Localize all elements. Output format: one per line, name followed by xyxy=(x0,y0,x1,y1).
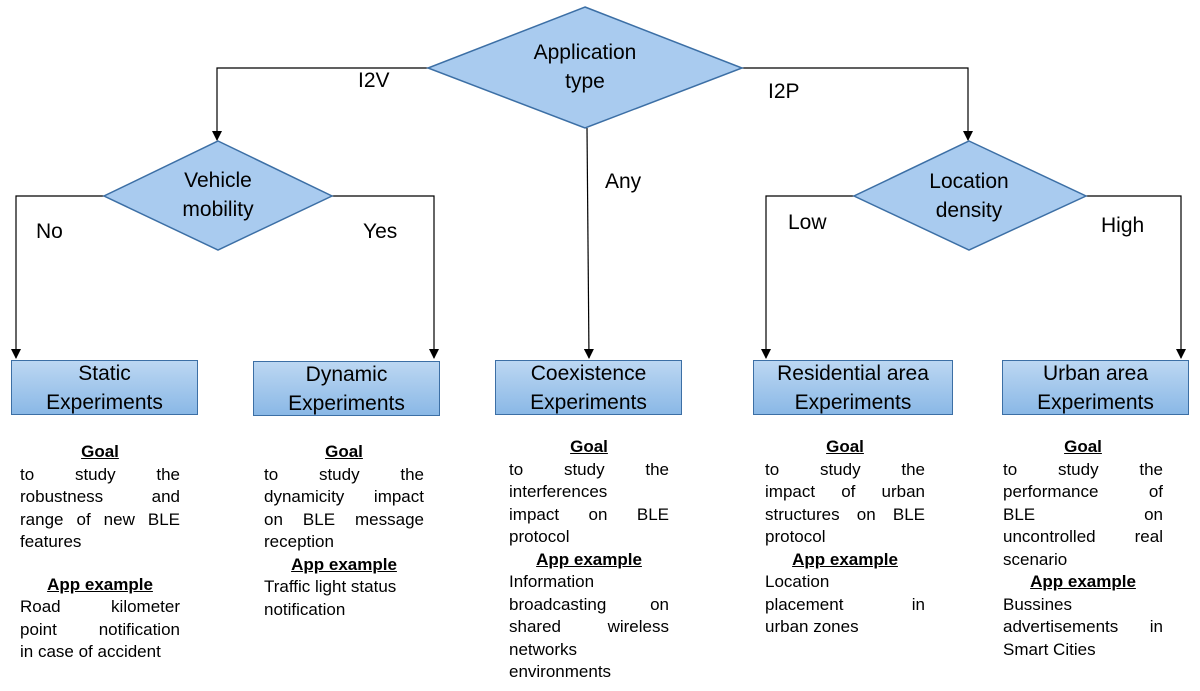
edge-no xyxy=(11,195,104,359)
box-title-line2: Experiments xyxy=(1037,390,1154,414)
goal-line: dynamicity impact xyxy=(264,487,424,506)
example-line: environments xyxy=(509,662,612,681)
residential-area-experiments-box: Residential area Experiments xyxy=(753,360,953,415)
goal-line: scenario xyxy=(1003,549,1068,569)
goal-heading: Goal xyxy=(570,437,608,456)
edge-low xyxy=(761,195,854,359)
edge-label-i2v: I2V xyxy=(358,69,390,92)
goal-line: to study the xyxy=(264,464,424,484)
goal-line: protocol xyxy=(509,527,570,546)
goal-line: reception xyxy=(264,532,334,551)
edge-any xyxy=(583,127,594,359)
app-example-heading: App example xyxy=(792,549,898,569)
example-line: urban zones xyxy=(765,617,859,636)
goal-line: interferences xyxy=(509,482,608,501)
box-title-line1: Static xyxy=(78,361,131,385)
box-title-line1: Urban area xyxy=(1042,361,1149,385)
example-line: placement in xyxy=(765,594,925,614)
vehicle-mobility-line2: mobility xyxy=(182,198,254,221)
edge-label-no: No xyxy=(36,220,63,243)
goal-heading: Goal xyxy=(1064,437,1102,456)
box-title-line2: Experiments xyxy=(288,391,405,415)
urban-description: Goal to study the performance of BLE on … xyxy=(1003,436,1163,661)
edge-label-any: Any xyxy=(605,170,642,193)
edge-high xyxy=(1086,195,1186,359)
app-example-heading: App example xyxy=(291,554,397,574)
location-density-line1: Location xyxy=(929,170,1009,193)
edge-i2v xyxy=(212,67,428,141)
box-title-line2: Experiments xyxy=(46,390,163,414)
goal-line: structures on BLE xyxy=(765,504,925,524)
edge-yes xyxy=(332,195,439,359)
app-example-heading: App example xyxy=(536,549,642,569)
application-type-line1: Application xyxy=(533,41,637,64)
example-line: shared wireless xyxy=(509,617,669,636)
goal-line: BLE on xyxy=(1003,504,1163,524)
coexistence-experiments-box: Coexistence Experiments xyxy=(495,360,682,415)
goal-line: to study the xyxy=(509,459,669,479)
app-example-heading: App example xyxy=(1030,572,1136,591)
application-type-diamond xyxy=(425,6,745,129)
box-title-line1: Residential area xyxy=(777,361,929,385)
dynamic-description: Goal to study the dynamicity impact on B… xyxy=(264,441,424,621)
edge-i2p xyxy=(742,67,973,141)
edge-label-low: Low xyxy=(788,211,827,234)
example-line: Bussines xyxy=(1003,594,1072,614)
goal-line: on BLE message xyxy=(264,509,424,529)
edge-label-i2p: I2P xyxy=(768,80,800,103)
vehicle-mobility-label: Vehicle mobility xyxy=(138,166,298,224)
example-line: Smart Cities xyxy=(1003,639,1096,659)
goal-line: features xyxy=(20,532,82,551)
box-title-line2: Experiments xyxy=(530,390,647,414)
static-experiments-box: Static Experiments xyxy=(11,360,198,415)
location-density-label: Location density xyxy=(889,167,1049,225)
application-type-line2: type xyxy=(565,70,605,93)
coexistence-description: Goal to study the interferences impact o… xyxy=(509,436,669,684)
goal-line: to study the xyxy=(1003,459,1163,479)
goal-line: performance of xyxy=(1003,482,1163,501)
vehicle-mobility-line1: Vehicle xyxy=(184,169,252,192)
goal-line: protocol xyxy=(765,527,826,546)
goal-heading: Goal xyxy=(826,437,864,456)
application-type-label: Application type xyxy=(485,38,685,96)
example-line: networks xyxy=(509,639,578,659)
edge-label-high: High xyxy=(1101,214,1145,237)
goal-heading: Goal xyxy=(81,442,119,461)
location-density-line2: density xyxy=(935,199,1003,222)
static-description: Goal to study the robustness and range o… xyxy=(20,441,180,664)
example-line: Location xyxy=(765,572,830,591)
edge-label-yes: Yes xyxy=(363,220,398,243)
example-line: Information xyxy=(509,572,595,591)
goal-line: to study the xyxy=(765,459,925,479)
example-line: advertisements in xyxy=(1003,617,1163,636)
example-line: Road kilometer xyxy=(20,597,180,616)
box-title-line1: Dynamic xyxy=(305,362,388,386)
goal-line: range of new BLE xyxy=(20,509,180,529)
urban-area-experiments-box: Urban area Experiments xyxy=(1002,360,1189,415)
residential-description: Goal to study the impact of urban struct… xyxy=(765,436,925,639)
app-example-heading: App example xyxy=(47,574,153,594)
goal-line: impact of urban xyxy=(765,482,925,501)
goal-line: robustness and xyxy=(20,487,180,506)
box-title-line1: Coexistence xyxy=(530,361,647,385)
example-line: notification xyxy=(264,599,346,619)
vehicle-mobility-diamond xyxy=(102,140,334,251)
goal-line: impact on BLE xyxy=(509,504,669,524)
box-title-line2: Experiments xyxy=(794,390,912,414)
goal-line: to study the xyxy=(20,464,180,484)
example-line: Traffic light status xyxy=(264,577,397,596)
example-line: in case of accident xyxy=(20,642,161,661)
example-line: broadcasting on xyxy=(509,594,669,614)
example-line: point notification xyxy=(20,619,180,639)
goal-heading: Goal xyxy=(325,442,363,461)
location-density-diamond xyxy=(852,140,1088,251)
goal-line: uncontrolled real xyxy=(1003,527,1163,546)
dynamic-experiments-box: Dynamic Experiments xyxy=(253,361,440,416)
